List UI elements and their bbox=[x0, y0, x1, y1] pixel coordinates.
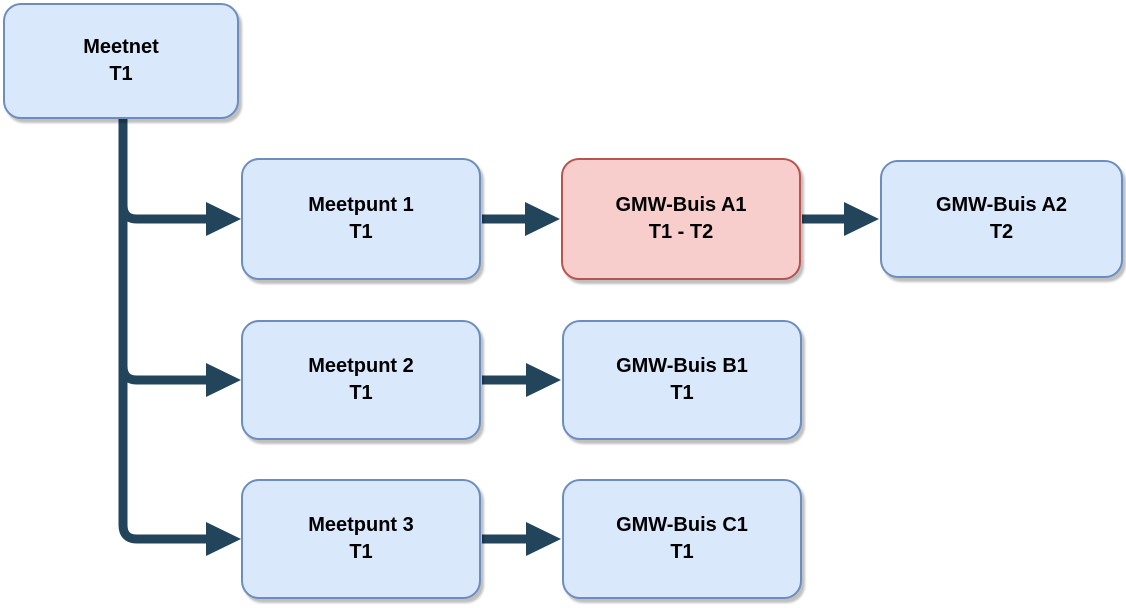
node-gmw-buis-c1[interactable]: GMW-Buis C1 T1 bbox=[562, 479, 802, 599]
node-title: Meetpunt 3 bbox=[308, 514, 414, 536]
node-title: Meetpunt 1 bbox=[308, 194, 414, 216]
edge-meetpunt1-gmw-a1 bbox=[482, 202, 560, 236]
node-gmw-buis-a1[interactable]: GMW-Buis A1 T1 - T2 bbox=[561, 158, 801, 280]
node-subtitle: T1 bbox=[670, 541, 694, 563]
edge-meetpunt2-gmw-b1 bbox=[482, 363, 561, 397]
node-title: GMW-Buis C1 bbox=[616, 514, 748, 536]
edge-meetnet-meetpunt1 bbox=[118, 118, 241, 236]
node-meetpunt-1[interactable]: Meetpunt 1 T1 bbox=[241, 158, 481, 280]
node-subtitle: T1 bbox=[670, 382, 694, 404]
node-title: Meetpunt 2 bbox=[308, 355, 414, 377]
edge-meetnet-meetpunt2 bbox=[118, 118, 241, 397]
node-subtitle: T2 bbox=[989, 221, 1014, 243]
node-subtitle: T1 - T2 bbox=[648, 221, 714, 243]
node-title: Meetnet bbox=[83, 36, 159, 58]
node-subtitle: T1 bbox=[349, 221, 373, 243]
node-subtitle: T1 bbox=[349, 541, 373, 563]
node-title: GMW-Buis A1 bbox=[615, 194, 747, 216]
node-meetpunt-2[interactable]: Meetpunt 2 T1 bbox=[241, 320, 481, 440]
edge-meetnet-meetpunt3 bbox=[118, 118, 241, 556]
node-gmw-buis-b1[interactable]: GMW-Buis B1 T1 bbox=[562, 320, 802, 440]
node-gmw-buis-a2[interactable]: GMW-Buis A2 T2 bbox=[880, 160, 1123, 278]
node-subtitle: T1 bbox=[109, 63, 133, 85]
node-meetnet[interactable]: Meetnet T1 bbox=[3, 3, 239, 119]
node-title: GMW-Buis B1 bbox=[616, 355, 748, 377]
node-meetpunt-3[interactable]: Meetpunt 3 T1 bbox=[241, 479, 481, 599]
node-title: GMW-Buis A2 bbox=[935, 194, 1068, 216]
node-subtitle: T1 bbox=[349, 382, 373, 404]
edge-meetpunt3-gmw-c1 bbox=[482, 522, 561, 556]
edge-gmw-a1-gmw-a2 bbox=[802, 202, 879, 236]
